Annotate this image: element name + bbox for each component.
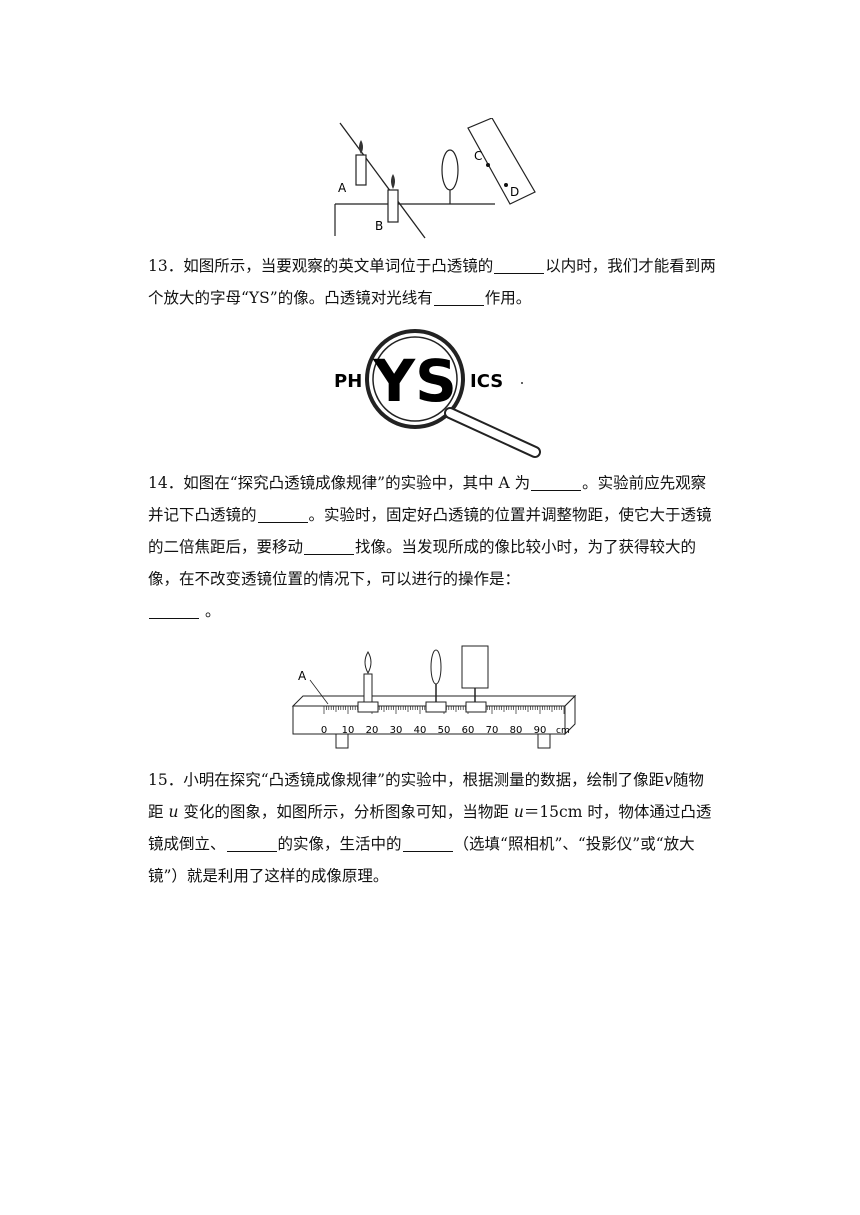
q14-blank-3[interactable]	[304, 537, 355, 555]
q15-text-2: 随物距	[148, 771, 704, 821]
convex-lens	[441, 149, 459, 191]
scale-label: 40	[414, 725, 427, 736]
q14-text-4: 找像。当发现所成的像比较小时，为了获得较大的像，在不改变透镜位置的情况下，可以进…	[148, 538, 697, 588]
q14-text-2: 。实验前应先观察并记下凸透镜的	[148, 474, 707, 524]
label-d: D	[510, 185, 519, 199]
candle-b	[387, 189, 399, 223]
question-13: 13．如图所示，当要观察的英文单词位于凸透镜的以内时，我们才能看到两个放大的字母…	[148, 250, 718, 314]
q14-blank-4[interactable]	[149, 601, 199, 619]
q15-text-5: 的实像，生活中的	[277, 835, 402, 853]
label-a: A	[338, 181, 347, 195]
scale-label: 50	[438, 725, 451, 736]
q15-text-6: （选填“照相机”、“投影仪”或“放大镜”）就是利用了这样的成像原理。	[148, 835, 695, 885]
q14-text-5: 。	[204, 602, 221, 620]
q15-var-u2: u	[513, 803, 524, 821]
q15-blank-1[interactable]	[226, 834, 277, 852]
question-15: 15．小明在探究“凸透镜成像规律”的实验中，根据测量的数据，绘制了像距v随物距 …	[148, 764, 718, 892]
q13-text-2: 以内时，我们才能看到两个放大的字母“YS”的像。凸透镜对光线有	[148, 257, 716, 307]
unit-cm: cm	[556, 726, 570, 736]
candle-a	[355, 154, 367, 186]
scale-label: 60	[462, 725, 475, 736]
text-ys: YS	[372, 347, 457, 415]
label-b: B	[375, 219, 383, 233]
q14-text-3: 。实验时，固定好凸透镜的位置并调整物距，使它大于透镜的二倍焦距后，要移动	[148, 506, 712, 556]
figure-candle-lens-screen: A B C D	[334, 118, 536, 239]
q13-text-3: 作用。	[484, 289, 532, 307]
q13-blank-1[interactable]	[494, 256, 545, 274]
scale-label: 90	[534, 725, 547, 736]
q14-blank-2[interactable]	[257, 505, 308, 523]
question-14: 14．如图在“探究凸透镜成像规律”的实验中，其中 A 为。实验前应先观察并记下凸…	[148, 467, 718, 627]
bench-label-a: A	[298, 669, 307, 683]
scale-label: 80	[510, 725, 523, 736]
q13-text-1: 13．如图所示，当要观察的英文单词位于凸透镜的	[148, 257, 494, 275]
screen	[467, 118, 536, 205]
q15-var-v: v	[664, 771, 673, 789]
q14-text-1: 14．如图在“探究凸透镜成像规律”的实验中，其中 A 为	[148, 474, 531, 492]
scale-label: 30	[390, 725, 403, 736]
bench-screen	[461, 645, 489, 689]
scale-label: 20	[366, 725, 379, 736]
q14-blank-1[interactable]	[531, 473, 582, 491]
q15-text-4: ＝15cm 时，物体通过凸透镜成倒立、	[148, 803, 712, 853]
bench-lens	[430, 649, 442, 685]
label-c: C	[474, 149, 482, 163]
q15-text-1: 15．小明在探究“凸透镜成像规律”的实验中，根据测量的数据，绘制了像距	[148, 771, 665, 789]
text-ph: PH	[334, 371, 362, 392]
q13-blank-2[interactable]	[433, 288, 484, 306]
figure-magnifier-physics: PH YS ICS	[334, 329, 541, 458]
scale-label: 0	[321, 725, 327, 736]
figure-optical-bench: 0 10 20 30 40 50 60 70 80 90 cm A	[291, 645, 577, 749]
q15-var-u: u	[168, 803, 179, 821]
q15-text-3: 变化的图象，如图所示，分析图象可知，当物距	[183, 803, 509, 821]
scale-label: 70	[486, 725, 499, 736]
q15-blank-2[interactable]	[402, 834, 453, 852]
text-ics: ICS	[470, 371, 503, 392]
scale-label: 10	[342, 725, 355, 736]
